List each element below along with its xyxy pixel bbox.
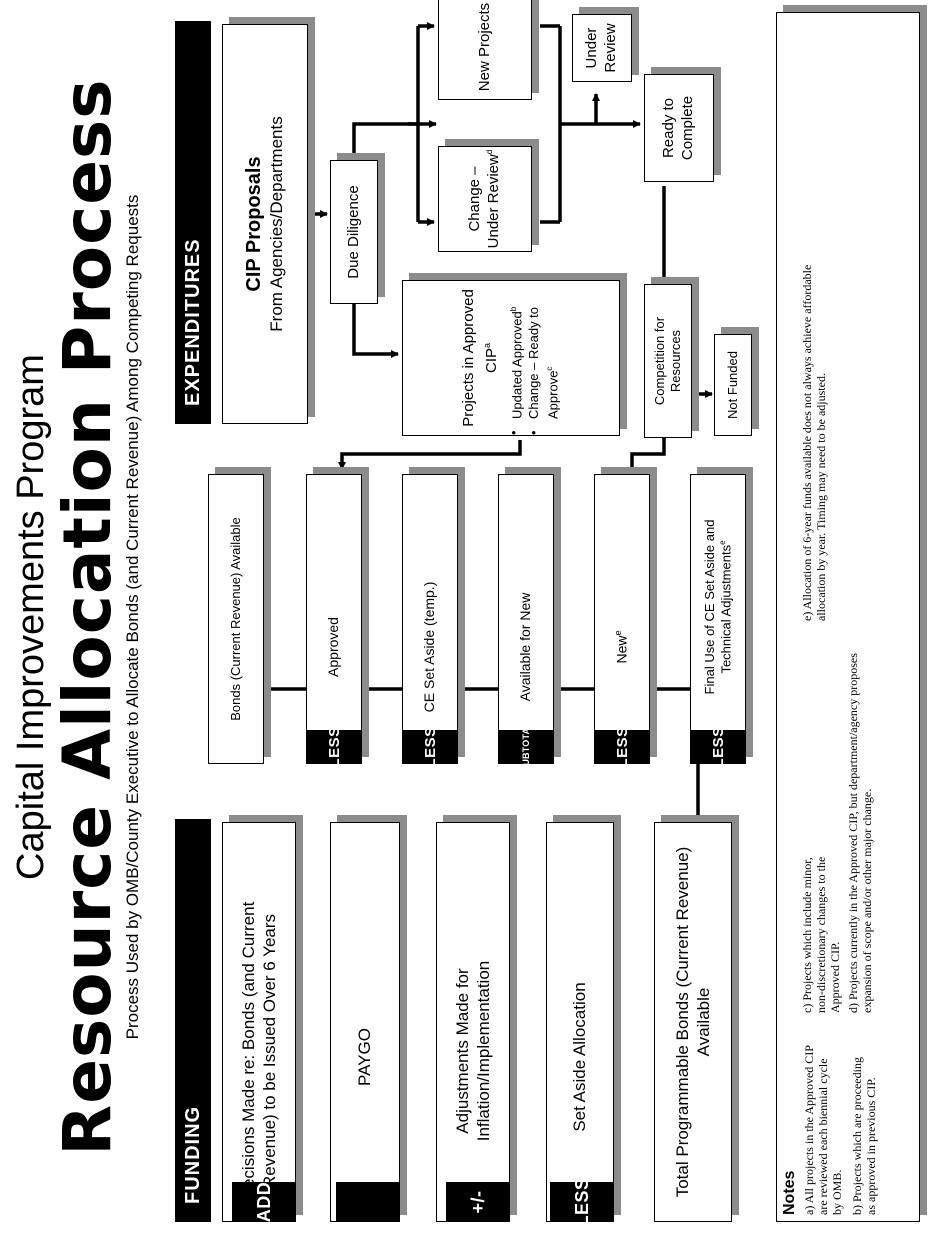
cip-proposals-subtitle: From Agencies/Departments [267, 116, 286, 332]
under-review-text: Under Review [583, 23, 619, 73]
available-for-new-text: Available for New [517, 592, 534, 702]
approved-cip-updated: Updated Approvedb [506, 281, 525, 435]
note-c: c) Projects which include minor, non-dis… [800, 856, 842, 1013]
approved-cip-updated-text: Updated Approved [509, 311, 524, 419]
paygo-tag [336, 1182, 400, 1222]
cip-proposals-box: CIP Proposals From Agencies/Departments [222, 24, 308, 424]
approved-cip-change-ready: Change – Ready to Approvec [526, 281, 561, 435]
ready-to-complete-text: Ready to Complete [660, 95, 696, 161]
funding-adjustments-box: Adjustments Made for Inflation/Implement… [436, 822, 510, 1222]
funding-decisions-box: Decisions Made re: Bonds (and Current Re… [222, 822, 296, 1222]
subtotal-label: SUBTOTAL [498, 722, 554, 772]
less-label: LESS [550, 1177, 614, 1227]
note-a: a) All projects in the Approved CIP are … [802, 1045, 844, 1215]
final-use-less-label: LESS [690, 726, 746, 768]
approved-cip-change-ready-text: Change – Ready to Approve [526, 306, 561, 419]
plus-minus-label: +/- [446, 1182, 510, 1222]
change-under-review-wrap: Change – Under Reviewd [466, 147, 504, 251]
ce-set-aside-text: CE Set Aside (temp.) [421, 581, 438, 713]
funding-total-box: Total Programmable Bonds (Current Revenu… [654, 822, 732, 1222]
ready-to-complete-box: Ready to Complete [644, 74, 714, 182]
ce-set-aside-box: CE Set Aside (temp.) [402, 474, 458, 764]
competition-box: Competition for Resources [644, 284, 692, 438]
new-text-wrap: Newe [613, 574, 631, 663]
change-under-review-box: Change – Under Reviewd [438, 146, 532, 252]
available-for-new-box: Available for New [498, 474, 554, 764]
new-projects-box: New Projects [438, 0, 532, 100]
new-projects-text: New Projects [475, 2, 493, 92]
funding-adjustments-text: Adjustments Made for Inflation/Implement… [452, 960, 493, 1142]
final-use-sup: e [717, 540, 727, 545]
new-less-label: LESS [594, 726, 650, 768]
approved-cip-change-ready-sup: c [545, 366, 554, 371]
final-use-text-wrap: Final Use of CE Set Aside and Technical … [702, 475, 735, 763]
note-e: e) Allocation of 6-year funds available … [800, 264, 828, 621]
new-text: New [613, 635, 630, 664]
note-b: b) Projects which are proceeding as appr… [850, 1057, 878, 1215]
approved-text: Approved [325, 617, 342, 677]
approved-cip-title-wrap: Projects in Approved CIPa [460, 281, 501, 435]
approved-box: Approved [306, 474, 362, 764]
add-label: ADD [232, 1182, 296, 1222]
competition-text: Competition for Resources [651, 316, 683, 406]
new-box: Newe [594, 474, 650, 764]
approved-cip-list: Updated Approvedb Change – Ready to Appr… [505, 281, 563, 435]
expenditures-header: EXPENDITURES [175, 21, 211, 424]
approved-cip-title: Projects in Approved CIP [459, 289, 500, 427]
approved-cip-updated-sup: b [508, 306, 518, 312]
new-sup: e [612, 630, 623, 636]
not-funded-box: Not Funded [714, 334, 752, 436]
funding-set-aside-box: Set Aside Allocation [546, 822, 614, 1222]
change-under-review-sup: d [485, 149, 494, 155]
funding-header: FUNDING [175, 819, 211, 1222]
note-d: d) Projects currently in the Approved CI… [846, 653, 874, 1013]
approved-cip-box: Projects in Approved CIPa Updated Approv… [402, 280, 620, 436]
notes-title: Notes [781, 1170, 798, 1215]
due-diligence-text: Due Diligence [344, 185, 362, 279]
under-review-box: Under Review [572, 14, 632, 82]
cip-proposals-title: CIP Proposals [243, 156, 265, 292]
final-use-box: Final Use of CE Set Aside and Technical … [690, 474, 746, 764]
funding-decisions-text: Decisions Made re: Bonds (and Current Re… [238, 901, 279, 1201]
notes-panel: Notes a) All projects in the Approved CI… [776, 12, 920, 1222]
bonds-available-box: Bonds (Current Revenue) Available [208, 474, 264, 764]
funding-set-aside-text: Set Aside Allocation [570, 982, 590, 1132]
approved-cip-sup: a [481, 342, 492, 348]
bonds-available-text: Bonds (Current Revenue) Available [227, 517, 243, 721]
final-use-text: Final Use of CE Set Aside and Technical … [701, 519, 734, 695]
funding-total-text: Total Programmable Bonds (Current Revenu… [672, 846, 713, 1198]
funding-paygo-box: PAYGO [330, 822, 400, 1222]
due-diligence-box: Due Diligence [330, 160, 378, 304]
ce-set-aside-less-label: LESS [402, 726, 458, 768]
not-funded-text: Not Funded [724, 351, 740, 419]
change-under-review-text: Change – Under Review [466, 154, 502, 249]
approved-less-label: LESS [306, 726, 362, 768]
funding-paygo-text: PAYGO [355, 1028, 375, 1086]
